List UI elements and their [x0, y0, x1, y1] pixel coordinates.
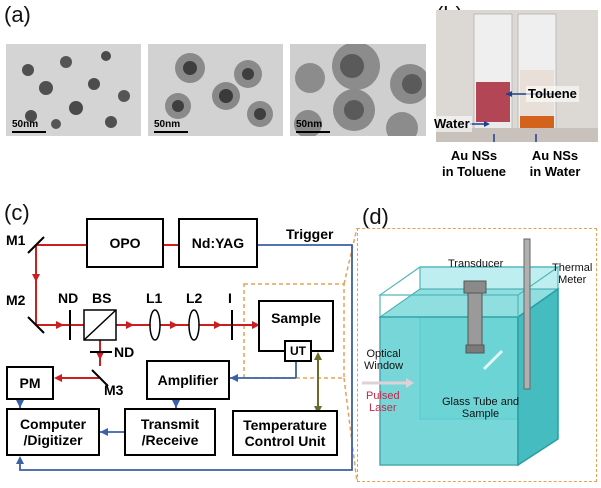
au-toluene-line1: Au NSs: [450, 148, 498, 163]
thermal-line1: Thermal: [552, 262, 593, 274]
amplifier-box: Amplifier: [146, 360, 230, 400]
tank-drawing: [362, 238, 560, 467]
optical-line2: Window: [364, 360, 404, 372]
computer-line1: Computer: [19, 416, 87, 432]
scale-label-1: 50nm: [12, 119, 39, 130]
panel-c-label: (c): [4, 200, 30, 225]
au-water-caption: Au NSs in Water: [514, 148, 596, 180]
nd1-label: ND: [58, 290, 79, 306]
transmit-line2: /Receive: [141, 432, 199, 448]
tem-image-1: 50nm: [6, 44, 141, 136]
toluene-label: Toluene: [526, 86, 579, 102]
tem-particles-3: [294, 44, 426, 136]
scale-bar-2: [154, 131, 188, 133]
tem-particles-2: [165, 53, 273, 127]
glass-tube-label: Glass Tube and Sample: [442, 396, 519, 420]
au-toluene-caption: Au NSs in Toluene: [436, 148, 512, 180]
pulsed-laser-label: Pulsed Laser: [366, 390, 400, 414]
optical-line1: Optical: [366, 348, 401, 360]
temperature-box: Temperature Control Unit: [232, 410, 338, 456]
tem-image-3: 50nm: [290, 44, 426, 136]
au-water-line1: Au NSs: [531, 148, 579, 163]
thermal-line2: Meter: [558, 274, 587, 286]
scale-bar-3: [296, 131, 330, 133]
glass-line1: Glass Tube and: [442, 396, 520, 408]
scale-label-2: 50nm: [154, 119, 181, 130]
optical-window-label: Optical Window: [364, 348, 403, 372]
ndyag-box: Nd:YAG: [178, 218, 258, 268]
temperature-line1: Temperature: [243, 417, 327, 433]
pm-box: PM: [6, 366, 54, 400]
pulsed-line2: Laser: [369, 402, 397, 414]
bs-label: BS: [92, 290, 112, 306]
computer-line2: /Digitizer: [23, 432, 83, 448]
pulsed-line1: Pulsed: [366, 390, 400, 402]
tem-image-2: 50nm: [148, 44, 283, 136]
water-label: Water: [432, 116, 472, 132]
l2-label: L2: [186, 290, 203, 306]
tank-panel: [357, 228, 597, 482]
scale-label-3: 50nm: [296, 119, 323, 130]
tem-particles-1: [22, 51, 130, 129]
thermal-meter-label: Thermal Meter: [552, 262, 592, 286]
scale-bar-1: [12, 131, 46, 133]
transmit-line1: Transmit: [140, 416, 200, 432]
panel-d-label: (d): [362, 204, 389, 229]
computer-box: Computer /Digitizer: [6, 408, 100, 456]
au-water-line2: in Water: [529, 164, 581, 179]
temperature-line2: Control Unit: [244, 433, 326, 449]
nd2-label: ND: [114, 344, 135, 360]
m1-label: M1: [6, 232, 26, 248]
l1-label: L1: [146, 290, 163, 306]
trigger-label: Trigger: [286, 226, 334, 242]
opo-box: OPO: [86, 218, 164, 268]
panel-a-label: (a): [4, 2, 31, 27]
glass-line2: Sample: [461, 408, 500, 420]
transmit-box: Transmit /Receive: [124, 408, 216, 456]
ut-box: UT: [284, 340, 312, 362]
i-label: I: [228, 290, 232, 306]
transducer-label: Transducer: [448, 258, 504, 270]
m3-label: M3: [104, 382, 124, 398]
m2-label: M2: [6, 292, 26, 308]
au-toluene-line2: in Toluene: [441, 164, 507, 179]
